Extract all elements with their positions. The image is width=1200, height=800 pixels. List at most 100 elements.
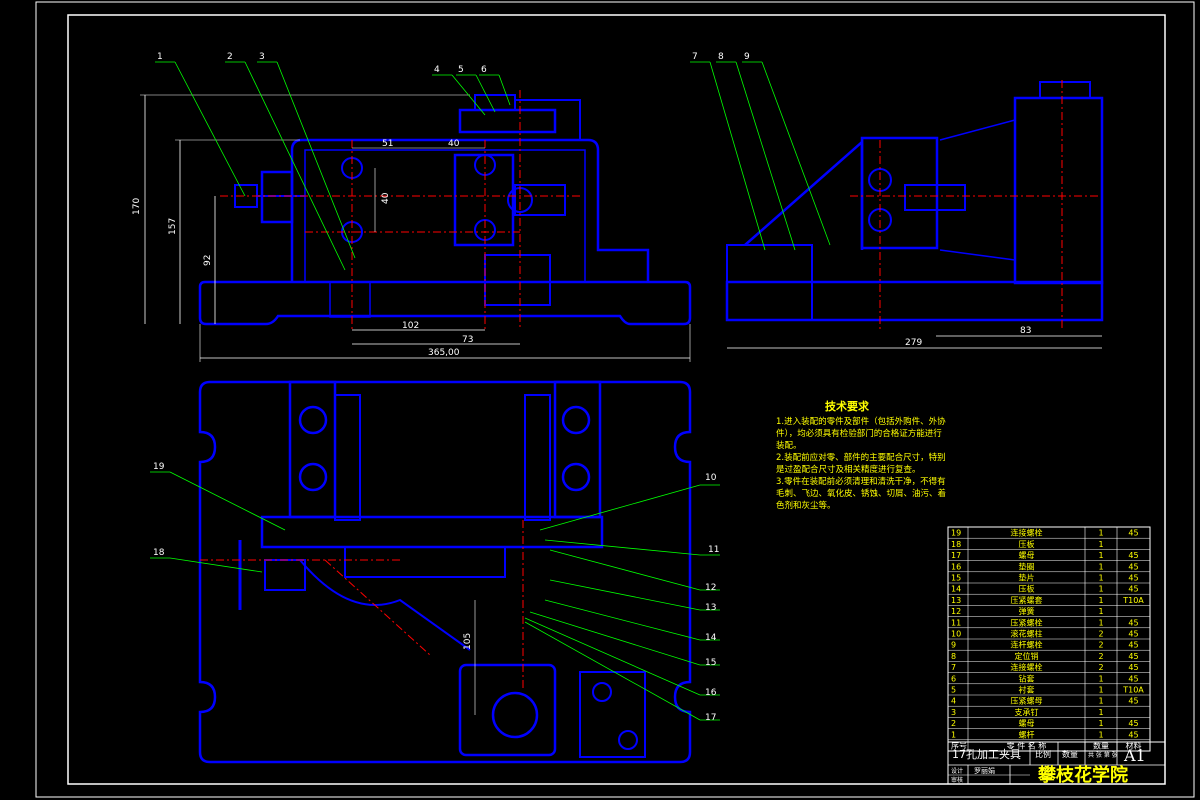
sheet-border-inner <box>67 14 1166 785</box>
part-qty: 1 <box>1098 730 1103 739</box>
part-qty: 1 <box>1098 686 1103 695</box>
part-name: 钻套 <box>1019 673 1035 683</box>
part-name: 压紧螺栓 <box>1011 617 1043 627</box>
part-no: 6 <box>951 674 956 683</box>
part-no: 7 <box>951 663 956 672</box>
part-name: 垫片 <box>1019 573 1035 583</box>
part-no: 10 <box>951 630 961 639</box>
part-name: 压板 <box>1019 539 1035 549</box>
tech-req-line: 毛刺、飞边、氧化皮、锈蚀、切屑、油污、着 <box>776 488 946 499</box>
balloon-19: 19 <box>153 462 165 472</box>
part-no: 19 <box>951 529 961 538</box>
tech-req-title: 技术要求 <box>825 399 870 413</box>
dim-105: 105 <box>463 633 473 650</box>
balloon-9: 9 <box>744 52 750 62</box>
part-material: 45 <box>1128 652 1138 661</box>
part-qty: 2 <box>1098 630 1103 639</box>
balloon-12: 12 <box>705 583 716 593</box>
balloon-labels: 1 2 3 4 5 6 7 8 9 10 11 12 13 14 15 16 1… <box>153 52 750 723</box>
front-view <box>198 90 692 330</box>
balloon-1: 1 <box>157 52 163 62</box>
tech-req-line: 装配。 <box>776 440 802 451</box>
dim-279: 279 <box>905 338 922 348</box>
part-material: 45 <box>1128 585 1138 594</box>
dim-365: 365,00 <box>428 348 460 358</box>
tech-req-line: 是过盈配合尺寸及相关精度进行复查。 <box>776 464 921 475</box>
designer-label: 设计 <box>951 767 963 775</box>
dim-51: 51 <box>382 139 393 149</box>
part-name: 压紧螺套 <box>1011 595 1043 605</box>
dim-170: 170 <box>132 198 142 215</box>
top-view: 105 <box>198 380 692 764</box>
dim-40a: 40 <box>448 139 460 149</box>
part-no: 4 <box>951 697 956 706</box>
balloon-11: 11 <box>708 545 719 555</box>
tech-req-line: 3.零件在装配前必须清理和清洗干净，不得有 <box>776 476 946 487</box>
dim-102: 102 <box>402 321 419 331</box>
balloon-6: 6 <box>481 65 487 75</box>
part-material: T10A <box>1122 686 1144 695</box>
balloon-17: 17 <box>705 713 716 723</box>
part-no: 17 <box>951 551 961 560</box>
part-qty: 1 <box>1098 618 1103 627</box>
part-no: 2 <box>951 719 956 728</box>
dim-83: 83 <box>1020 326 1031 336</box>
part-qty: 2 <box>1098 641 1103 650</box>
part-qty: 2 <box>1098 663 1103 672</box>
part-qty: 1 <box>1098 607 1103 616</box>
part-leaders <box>150 61 831 721</box>
dim-92: 92 <box>203 255 213 266</box>
balloon-14: 14 <box>705 633 717 643</box>
tech-req-line: 1.进入装配的零件及部件（包括外购件、外协 <box>776 416 946 427</box>
part-name: 压板 <box>1019 584 1035 594</box>
dim-157: 157 <box>168 218 178 235</box>
part-name: 螺杆 <box>1019 729 1035 739</box>
part-material: 45 <box>1128 697 1138 706</box>
part-no: 11 <box>951 618 961 627</box>
balloon-18: 18 <box>153 548 165 558</box>
part-no: 15 <box>951 574 961 583</box>
part-material: T10A <box>1122 596 1144 605</box>
part-name: 垫圈 <box>1019 561 1035 571</box>
part-no: 18 <box>951 540 961 549</box>
sheet-border-outer <box>35 1 1195 798</box>
part-no: 12 <box>951 607 961 616</box>
part-material: 45 <box>1128 730 1138 739</box>
part-qty: 数量 <box>1093 741 1109 751</box>
part-name: 连接螺栓 <box>1011 662 1043 672</box>
part-material: 45 <box>1128 529 1138 538</box>
part-no: 1 <box>951 730 956 739</box>
part-qty: 1 <box>1098 719 1103 728</box>
balloon-8: 8 <box>718 52 724 62</box>
part-no: 序号 <box>951 741 967 751</box>
part-material: 45 <box>1128 562 1138 571</box>
part-material: 45 <box>1128 663 1138 672</box>
part-qty: 1 <box>1098 596 1103 605</box>
part-material: 45 <box>1128 630 1138 639</box>
balloon-3: 3 <box>259 52 265 62</box>
drawing-title: 17孔加工夹具 <box>952 748 1021 761</box>
part-name: 零 件 名 称 <box>1007 741 1047 751</box>
technical-requirements: 技术要求 1.进入装配的零件及部件（包括外购件、外协 件），均必须具有检验部门的… <box>776 399 946 511</box>
part-name: 螺母 <box>1019 718 1035 728</box>
part-name: 压紧螺母 <box>1011 696 1043 706</box>
balloon-10: 10 <box>705 473 717 483</box>
part-name: 支承钉 <box>1015 707 1039 717</box>
part-no: 16 <box>951 562 961 571</box>
sheet-size: A1 <box>1123 746 1146 765</box>
part-qty: 1 <box>1098 574 1103 583</box>
tech-req-line: 2.装配前应对零、部件的主要配合尺寸，特别 <box>776 452 946 463</box>
part-name: 螺母 <box>1019 550 1035 560</box>
side-view: 279 83 <box>725 80 1104 349</box>
part-no: 13 <box>951 596 961 605</box>
dim-73: 73 <box>462 335 473 345</box>
part-no: 5 <box>951 686 956 695</box>
dim-40b: 40 <box>381 192 391 204</box>
part-qty: 1 <box>1098 674 1103 683</box>
front-view-dimensions: 170 157 92 51 40 40 102 73 365,00 <box>132 94 691 362</box>
qty-label: 数量 <box>1062 749 1078 759</box>
part-material: 45 <box>1128 574 1138 583</box>
balloon-7: 7 <box>692 52 698 62</box>
